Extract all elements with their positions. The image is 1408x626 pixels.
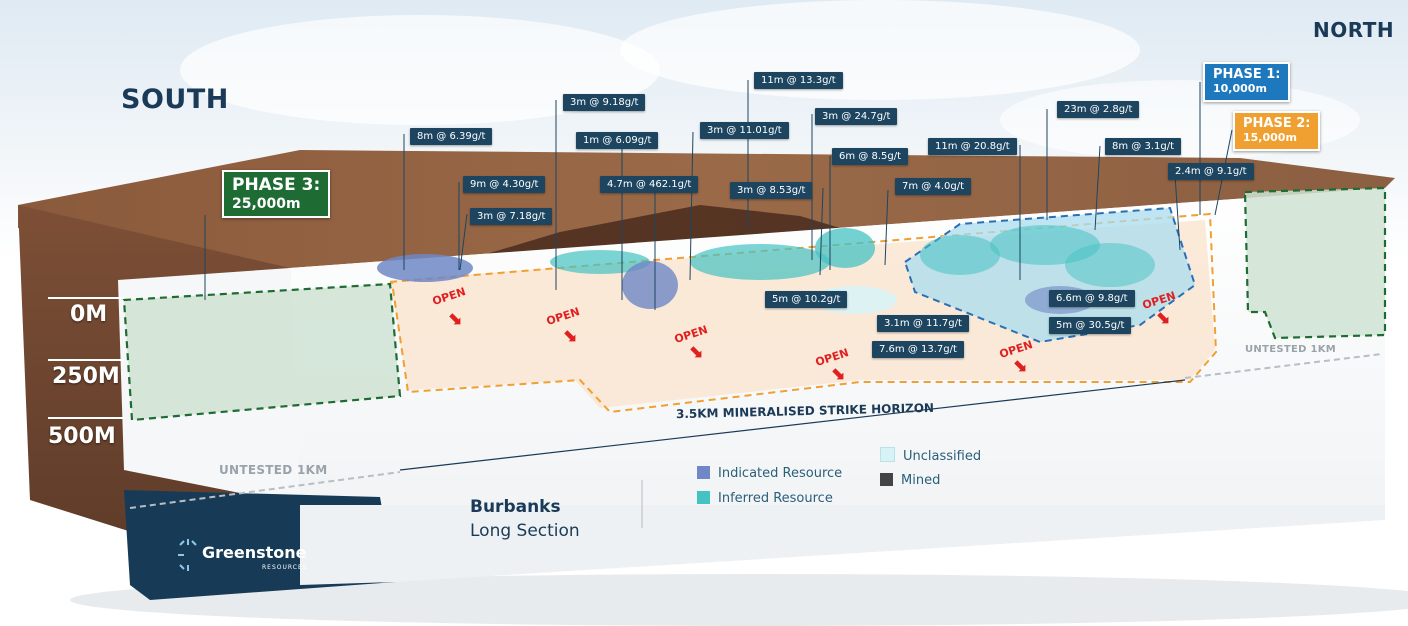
phase1-boundary: [903, 206, 1197, 344]
resource-body: [377, 254, 473, 282]
phase-meters: 10,000m: [1213, 81, 1267, 95]
phase3-zone-right: [1245, 188, 1385, 338]
intercept-tag: 8m @ 6.39g/t: [410, 128, 493, 145]
open-arrow-icon: ⬊: [1155, 307, 1171, 328]
logo-mark-icon: [178, 539, 197, 571]
intercept-tag: 7m @ 4.0g/t: [895, 178, 972, 195]
resource-body: [690, 244, 830, 280]
legend-swatch: [697, 491, 710, 504]
legend-unclassified: Unclassified: [880, 447, 981, 464]
untested-right-label: UNTESTED 1KM: [1245, 344, 1337, 355]
intercept-tag: 5m @ 30.5g/t: [1049, 317, 1132, 334]
phase-1-label: PHASE 1: 10,000m: [1203, 62, 1291, 102]
phase-title: PHASE 1:: [1213, 67, 1281, 82]
legend-label: Mined: [901, 473, 941, 488]
resource-body: [1065, 243, 1155, 287]
open-arrow-icon: ⬊: [447, 308, 463, 329]
resource-body: [622, 261, 678, 309]
resource-body: [815, 228, 875, 268]
intercept-tag: 6m @ 8.5g/t: [832, 148, 909, 165]
legend-swatch: [697, 466, 710, 479]
intercept-tag: 3m @ 24.7g/t: [815, 108, 898, 125]
resource-body: [550, 250, 650, 274]
south-label: SOUTH: [121, 84, 229, 115]
intercept-tag: 1m @ 6.09g/t: [576, 132, 659, 149]
company-logo: Greenstone RESOURCES: [176, 537, 307, 578]
intercept-tag: 23m @ 2.8g/t: [1057, 101, 1140, 118]
phase-2-label: PHASE 2: 15,000m: [1233, 111, 1321, 151]
north-label: NORTH: [1313, 18, 1395, 42]
depth-label-500m: 500M: [48, 424, 116, 449]
intercept-tag: 5m @ 10.2g/t: [765, 291, 848, 308]
phase3-boundary: [122, 282, 402, 422]
section-title-bold: Burbanks: [470, 497, 561, 517]
untested-left-label: UNTESTED 1KM: [219, 463, 328, 477]
open-arrow-icon: ⬊: [688, 341, 704, 362]
phase-title: PHASE 3:: [232, 175, 321, 195]
phase3-zone: [124, 284, 400, 420]
legend-label: Inferred Resource: [718, 491, 833, 506]
resource-body: [920, 235, 1000, 275]
intercept-tag: 9m @ 4.30g/t: [463, 176, 546, 193]
legend-indicated: Indicated Resource: [697, 466, 842, 481]
intercept-tag: 3m @ 8.53g/t: [730, 182, 813, 199]
ground-shadow: [70, 574, 1408, 626]
intercept-tag: 3.1m @ 11.7g/t: [877, 315, 969, 332]
section-title: Burbanks Long Section: [470, 497, 580, 541]
phase3-boundary-right: [1243, 186, 1387, 340]
open-arrow-icon: ⬊: [830, 363, 846, 384]
legend-swatch: [880, 447, 895, 462]
intercept-tag: 8m @ 3.1g/t: [1105, 138, 1182, 155]
phase-meters: 25,000m: [232, 195, 301, 212]
legend-swatch: [880, 473, 893, 486]
intercept-tag: 3m @ 9.18g/t: [563, 94, 646, 111]
cloud: [180, 15, 660, 125]
cloud: [620, 0, 1140, 100]
legend-mined: Mined: [880, 473, 940, 488]
legend-label: Unclassified: [903, 449, 982, 464]
legend-inferred: Inferred Resource: [697, 491, 833, 506]
depth-label-250m: 250M: [52, 364, 120, 389]
intercept-tag: 4.7m @ 462.1g/t: [600, 176, 699, 193]
open-arrow-icon: ⬊: [1012, 355, 1028, 376]
intercept-tag: 11m @ 13.3g/t: [754, 72, 843, 89]
intercept-tag: 2.4m @ 9.1g/t: [1168, 163, 1254, 180]
intercept-tag: 3m @ 7.18g/t: [470, 208, 553, 225]
depth-label-0m: 0M: [70, 302, 108, 327]
legend-label: Indicated Resource: [718, 466, 843, 481]
phase-3-label: PHASE 3: 25,000m: [222, 170, 331, 218]
intercept-tag: 3m @ 11.01g/t: [700, 122, 789, 139]
untested-left-line: [129, 471, 401, 509]
section-title-rest: Long Section: [470, 521, 580, 541]
phase-meters: 15,000m: [1243, 130, 1297, 144]
logo-sub: RESOURCES: [262, 564, 308, 571]
panel-base: [300, 505, 1385, 585]
intercept-tag: 6.6m @ 9.8g/t: [1049, 290, 1135, 307]
exploration-boundary: [389, 212, 1218, 414]
logo-name: Greenstone: [202, 543, 307, 562]
intercept-tag: 11m @ 20.8g/t: [928, 138, 1017, 155]
phase-title: PHASE 2:: [1243, 116, 1311, 131]
strike-line: [399, 379, 1186, 471]
untested-right-line: [1184, 353, 1383, 379]
open-arrow-icon: ⬊: [562, 325, 578, 346]
intercept-tag: 7.6m @ 13.7g/t: [872, 341, 964, 358]
